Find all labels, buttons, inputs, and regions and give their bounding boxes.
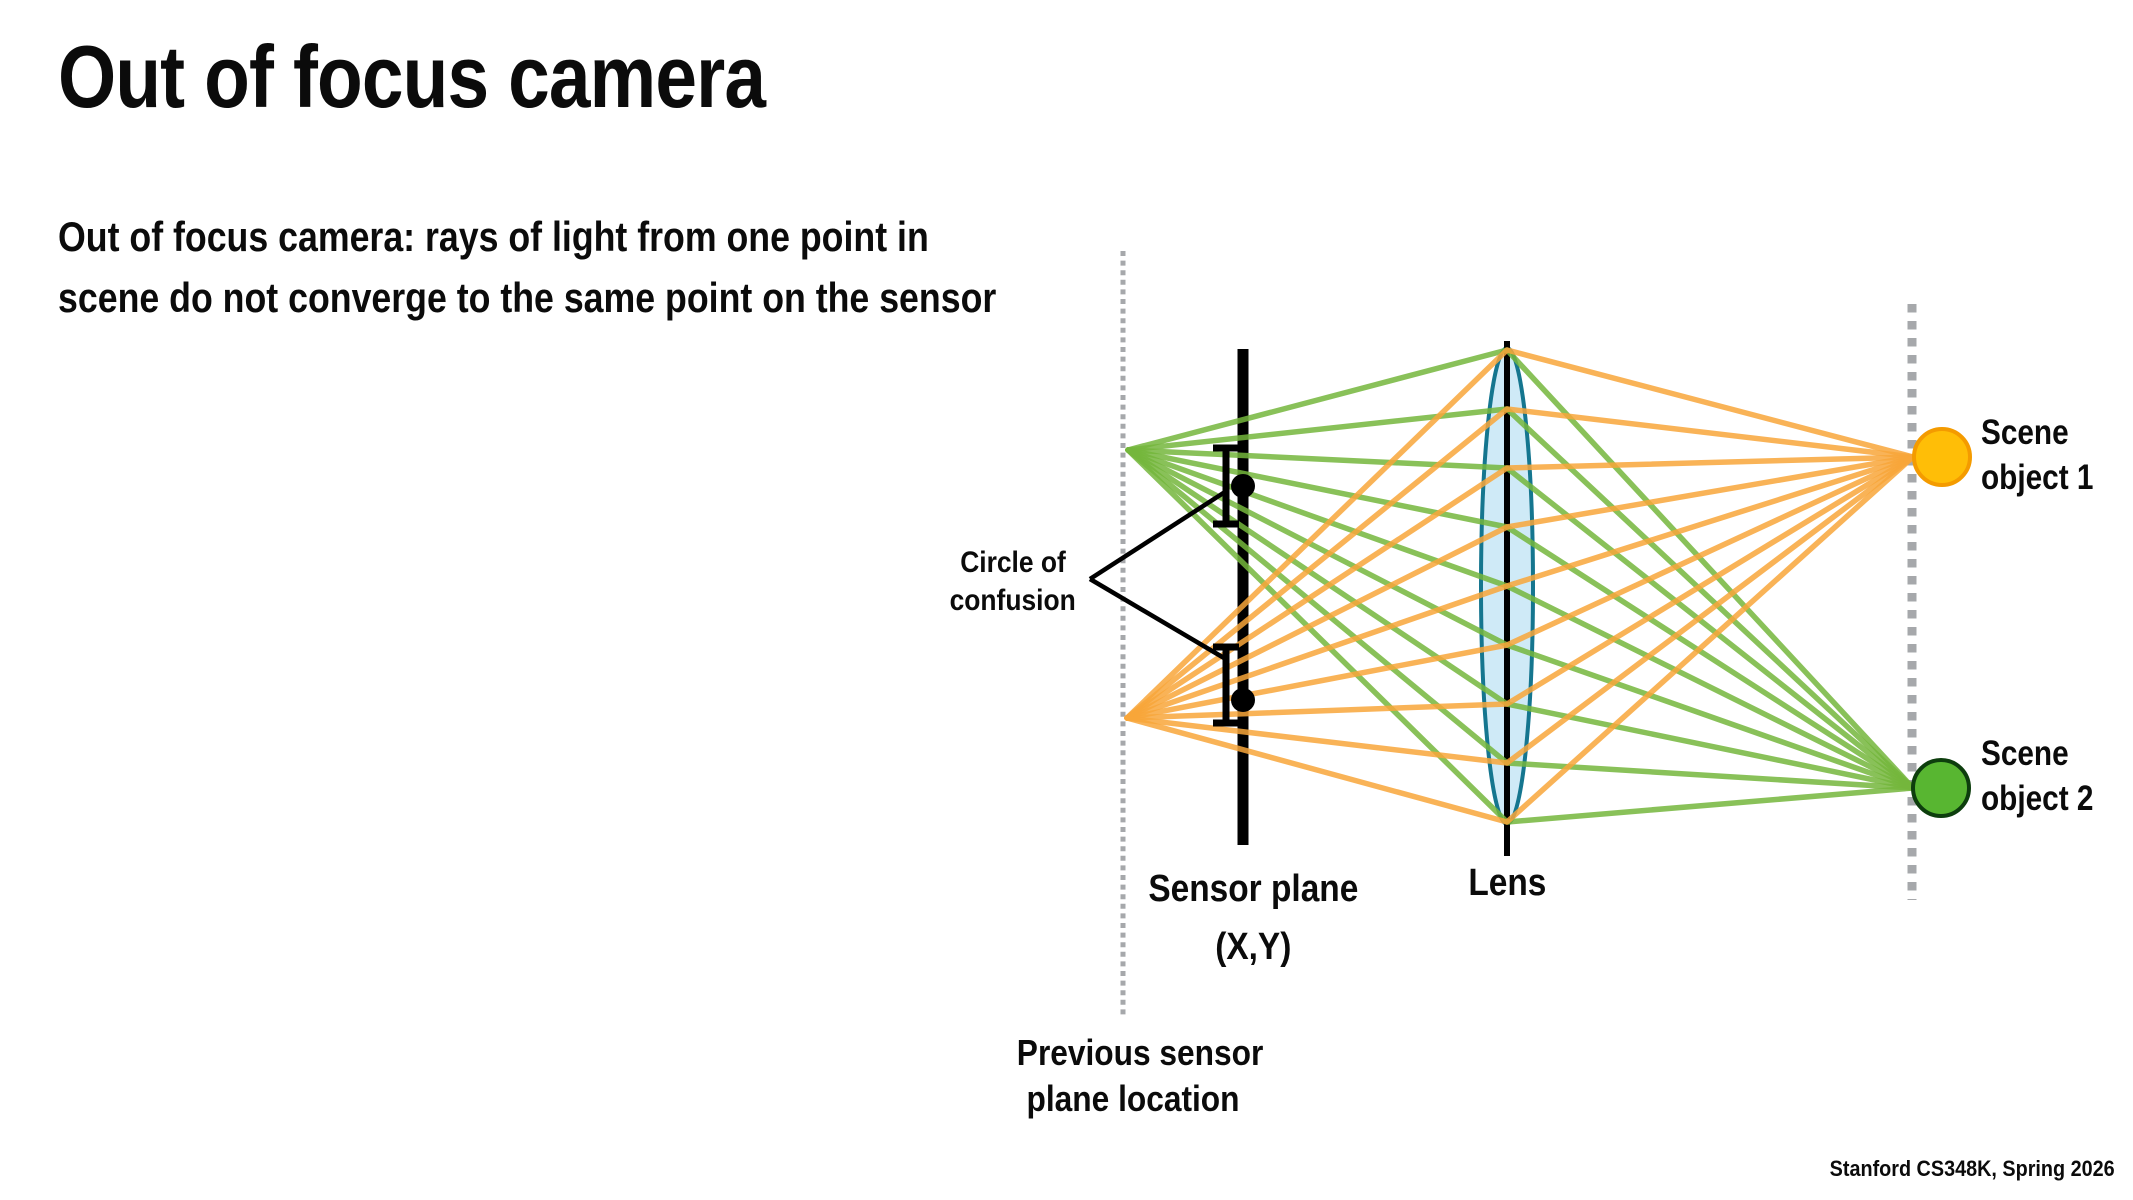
light-ray — [1124, 454, 1916, 825]
light-ray — [1124, 454, 1916, 721]
light-ray — [1124, 454, 1916, 721]
callout-line — [1088, 488, 1230, 581]
light-ray — [1124, 347, 1916, 721]
page-title-text: Out of focus camera — [58, 27, 766, 126]
body-line-1: Out of focus camera: rays of light from … — [58, 213, 929, 260]
scene-object-1-label: Scene object 1 — [1981, 413, 2094, 497]
light-ray — [1124, 454, 1916, 721]
circle-of-confusion-marker — [1213, 643, 1239, 727]
body-text: Out of focus camera: rays of light from … — [58, 206, 1162, 328]
light-ray — [1124, 454, 1916, 721]
light-ray — [1124, 406, 1916, 721]
scene-object-1 — [1912, 427, 1972, 487]
body-line-2: scene do not converge to the same point … — [58, 274, 997, 321]
light-ray — [1124, 454, 1916, 721]
previous-sensor-plane-label: Previous sensor plane location — [1016, 1032, 1264, 1119]
circle-of-confusion-marker — [1213, 444, 1239, 528]
scene-object-2-label: Scene object 2 — [1981, 734, 2094, 818]
course-footer: Stanford CS348K, Spring 2026 — [1830, 1156, 2115, 1181]
circle-of-confusion-label: Circle of confusion — [949, 546, 1077, 617]
sensor-point-dot — [1231, 688, 1255, 712]
page-title: Out of focus camera — [58, 28, 890, 125]
scene-object-2 — [1911, 758, 1971, 818]
callout-line — [1088, 577, 1226, 660]
sensor-point-dot — [1231, 474, 1255, 498]
lens-label: Lens — [1467, 862, 1547, 904]
sensor-plane-label: Sensor plane (X,Y) — [1147, 868, 1358, 968]
light-ray — [1124, 454, 1916, 766]
orange-rays — [1124, 347, 1916, 825]
